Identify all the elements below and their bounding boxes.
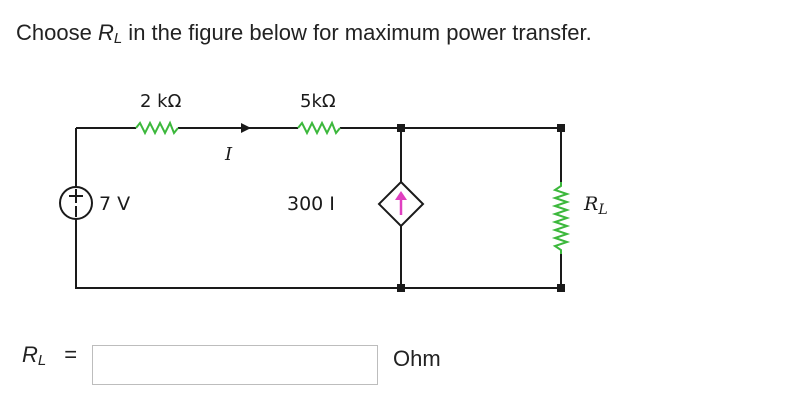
load-label: RL [583, 193, 608, 218]
resistor-r2 [297, 120, 341, 136]
answer-equals: = [64, 342, 78, 367]
dep-arrow-icon [395, 191, 407, 200]
load-var: R [583, 193, 598, 215]
current-arrow-icon [241, 123, 251, 133]
answer-var: R [22, 342, 38, 367]
resistor-r1 [135, 120, 179, 136]
answer-unit: Ohm [393, 346, 441, 371]
answer-label: RL = [22, 342, 78, 369]
r1-label: 2 kΩ [140, 91, 182, 112]
circuit-nodes [397, 124, 565, 292]
dependent-current-source [377, 180, 425, 228]
voltage-source [59, 186, 93, 220]
answer-input[interactable] [92, 345, 378, 385]
question-var: R [97, 20, 114, 45]
source-label: 7 V [99, 193, 130, 215]
resistor-rl [551, 182, 571, 254]
current-label: I [224, 144, 233, 165]
question-prefix: Choose [16, 20, 98, 45]
circuit-diagram: 2 kΩ I 5kΩ 7 V 300 I RL [59, 91, 608, 292]
question-suffix: in the figure below for maximum power tr… [122, 20, 592, 45]
question-sub: L [113, 30, 123, 47]
r2-label: 5kΩ [300, 91, 336, 112]
dep-source-label: 300 I [287, 193, 335, 215]
question-text: Choose RL in the figure below for maximu… [16, 20, 592, 47]
load-sub: L [597, 202, 607, 218]
answer-sub: L [37, 352, 47, 369]
